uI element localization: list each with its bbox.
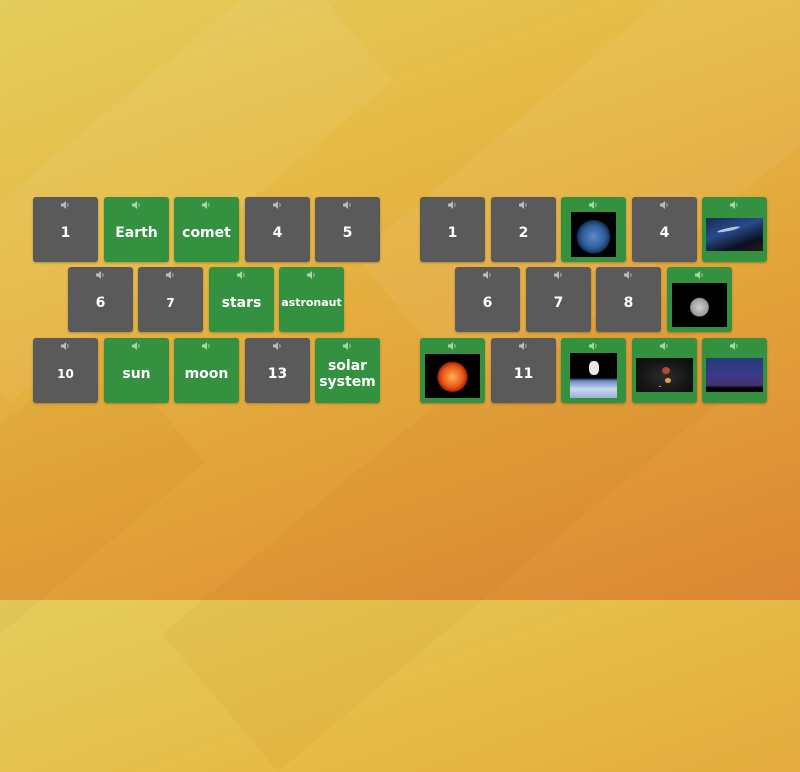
- solar-system-image: [636, 358, 693, 392]
- memory-card-word[interactable]: stars: [209, 267, 274, 332]
- card-number: 2: [518, 225, 529, 241]
- speaker-icon[interactable]: [624, 271, 634, 279]
- card-number: 1: [60, 225, 71, 241]
- astronaut-image: [570, 353, 617, 398]
- speaker-icon[interactable]: [483, 271, 493, 279]
- speaker-icon[interactable]: [96, 271, 106, 279]
- speaker-icon[interactable]: [307, 271, 317, 279]
- speaker-icon[interactable]: [519, 201, 529, 209]
- speaker-icon[interactable]: [273, 342, 283, 350]
- speaker-icon[interactable]: [730, 342, 740, 350]
- speaker-icon[interactable]: [202, 342, 212, 350]
- memory-card-hidden[interactable]: 7: [138, 267, 203, 332]
- speaker-icon[interactable]: [202, 201, 212, 209]
- memory-card-hidden[interactable]: 4: [245, 197, 310, 262]
- card-word: Earth: [115, 225, 158, 241]
- speaker-icon[interactable]: [589, 201, 599, 209]
- memory-card-picture[interactable]: [702, 197, 767, 262]
- memory-card-picture[interactable]: [420, 338, 485, 403]
- card-word: sun: [122, 366, 151, 382]
- speaker-icon[interactable]: [343, 201, 353, 209]
- speaker-icon[interactable]: [61, 201, 71, 209]
- speaker-icon[interactable]: [695, 271, 705, 279]
- memory-card-word[interactable]: comet: [174, 197, 239, 262]
- speaker-icon[interactable]: [132, 342, 142, 350]
- speaker-icon[interactable]: [519, 342, 529, 350]
- memory-card-hidden[interactable]: 13: [245, 338, 310, 403]
- memory-card-picture[interactable]: [561, 197, 626, 262]
- card-number: 6: [95, 295, 106, 311]
- card-number: 11: [513, 366, 534, 382]
- memory-card-picture[interactable]: [632, 338, 697, 403]
- card-number: 4: [272, 225, 283, 241]
- memory-card-picture[interactable]: [702, 338, 767, 403]
- memory-card-hidden[interactable]: 6: [455, 267, 520, 332]
- card-word: astronaut: [281, 296, 342, 309]
- memory-card-hidden[interactable]: 4: [632, 197, 697, 262]
- speaker-icon[interactable]: [730, 201, 740, 209]
- card-word: moon: [184, 366, 229, 382]
- speaker-icon[interactable]: [132, 201, 142, 209]
- card-number: 8: [623, 295, 634, 311]
- memory-card-picture[interactable]: [561, 338, 626, 403]
- speaker-icon[interactable]: [660, 201, 670, 209]
- memory-card-hidden[interactable]: 1: [33, 197, 98, 262]
- speaker-icon[interactable]: [448, 342, 458, 350]
- comet-image: [706, 218, 763, 251]
- moon-image: [672, 283, 727, 327]
- memory-card-word[interactable]: Earth: [104, 197, 169, 262]
- memory-card-hidden[interactable]: 10: [33, 338, 98, 403]
- stars-image: [706, 358, 763, 392]
- speaker-icon[interactable]: [589, 342, 599, 350]
- memory-card-hidden[interactable]: 1: [420, 197, 485, 262]
- card-number: 4: [659, 225, 670, 241]
- card-number: 10: [57, 367, 74, 381]
- card-number: 7: [553, 295, 564, 311]
- memory-card-hidden[interactable]: 11: [491, 338, 556, 403]
- speaker-icon[interactable]: [660, 342, 670, 350]
- memory-card-word[interactable]: sun: [104, 338, 169, 403]
- memory-card-hidden[interactable]: 6: [68, 267, 133, 332]
- earth-image: [571, 212, 616, 257]
- speaker-icon[interactable]: [273, 201, 283, 209]
- card-number: 13: [267, 366, 288, 382]
- sun-image: [425, 354, 480, 398]
- card-word: stars: [221, 295, 262, 311]
- speaker-icon[interactable]: [61, 342, 71, 350]
- memory-card-word[interactable]: moon: [174, 338, 239, 403]
- memory-card-picture[interactable]: [667, 267, 732, 332]
- card-number: 6: [482, 295, 493, 311]
- card-number: 7: [166, 296, 175, 310]
- memory-card-word[interactable]: solar system: [315, 338, 380, 403]
- speaker-icon[interactable]: [554, 271, 564, 279]
- card-number: 1: [447, 225, 458, 241]
- memory-card-hidden[interactable]: 5: [315, 197, 380, 262]
- card-word: solar system: [319, 358, 376, 390]
- speaker-icon[interactable]: [166, 271, 176, 279]
- card-number: 5: [342, 225, 353, 241]
- speaker-icon[interactable]: [237, 271, 247, 279]
- memory-card-hidden[interactable]: 2: [491, 197, 556, 262]
- speaker-icon[interactable]: [448, 201, 458, 209]
- speaker-icon[interactable]: [343, 342, 353, 350]
- memory-card-word[interactable]: astronaut: [279, 267, 344, 332]
- memory-card-hidden[interactable]: 7: [526, 267, 591, 332]
- memory-card-hidden[interactable]: 8: [596, 267, 661, 332]
- card-word: comet: [182, 225, 231, 241]
